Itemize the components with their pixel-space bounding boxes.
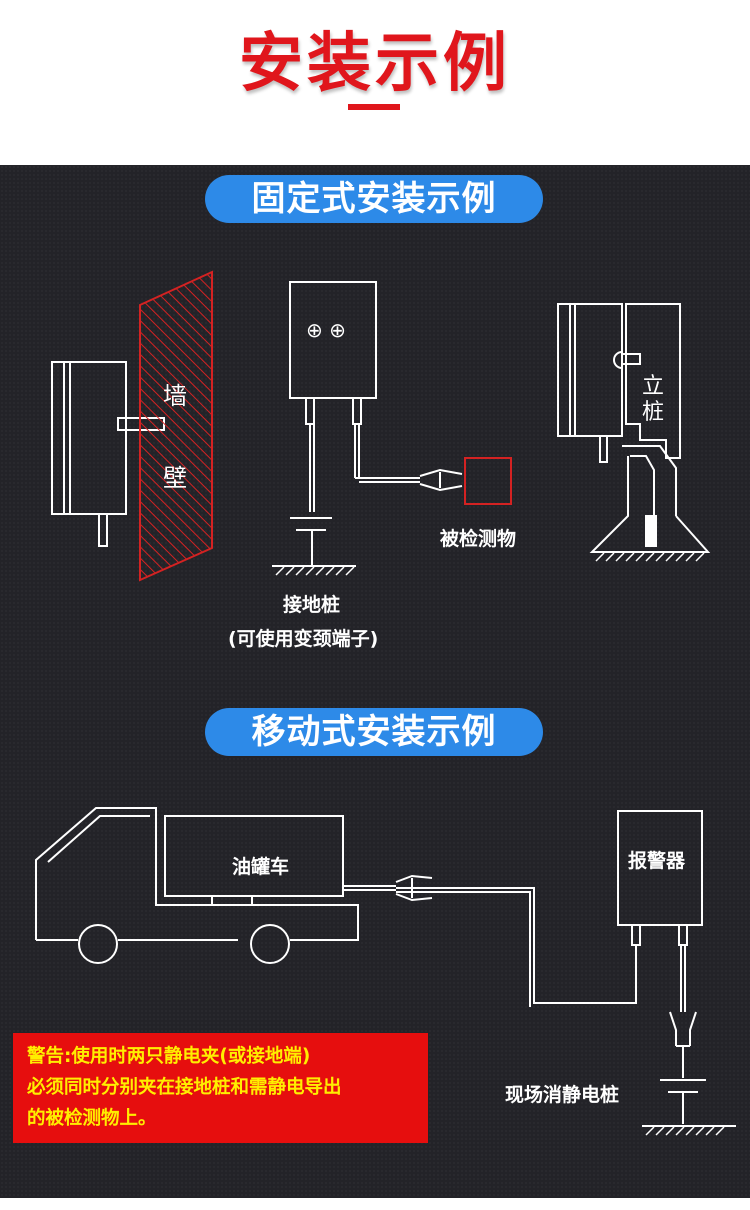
warning-line: 必须同时分别夹在接地桩和需静电导出: [27, 1077, 342, 1098]
mobile-alarm-box: [617, 810, 703, 926]
mobile-installation-heading: 移动式安装示例: [205, 708, 543, 756]
wall-label-bottom: 壁: [163, 464, 187, 492]
truck-cab-window: [47, 815, 150, 863]
warning-box: 警告:使用时两只静电夹(或接地端) 必须同时分别夹在接地桩和需静电导出 的被检测…: [13, 1033, 428, 1143]
object-clamp: [419, 468, 463, 492]
alarm-label: 报警器: [628, 850, 686, 872]
wall-alarm-box: [51, 361, 127, 515]
detected-object: [464, 457, 512, 505]
page-footer: [0, 1198, 750, 1210]
title-underline: [348, 104, 400, 110]
wall-label-top: 墙: [163, 382, 187, 410]
truck-rear-wheel: [250, 924, 290, 964]
pillar-post: [625, 303, 681, 459]
truck-front-wheel: [78, 924, 118, 964]
pillar-base: [589, 456, 711, 553]
pillar-label-bottom: 桩: [642, 400, 665, 425]
site-ground-clamp: [669, 1011, 697, 1047]
pillar-alarm-probe: [599, 435, 608, 463]
detected-object-label: 被检测物: [440, 528, 517, 550]
fixed-installation-heading: 固定式安装示例: [205, 175, 543, 223]
center-alarm-box: [289, 281, 377, 399]
pillar-label-top: 立: [642, 374, 665, 399]
site-ground-label: 现场消静电桩: [505, 1084, 620, 1106]
ground-pile-label: 接地桩: [283, 594, 341, 616]
wall-alarm-probe: [98, 513, 108, 547]
ground-pile-note: (可使用变颈端子): [228, 628, 379, 650]
truck-body: [35, 807, 359, 941]
pillar-alarm-box: [557, 303, 623, 437]
warning-line: 的被检测物上。: [27, 1108, 157, 1129]
terminal-symbols: ⊕ ⊕: [306, 318, 346, 342]
page-header: 安装示例: [0, 0, 750, 165]
truck-tank: [164, 815, 344, 897]
warning-line: 警告:使用时两只静电夹(或接地端): [27, 1046, 311, 1067]
tank-truck-label: 油罐车: [232, 856, 290, 878]
pillar-neck: [622, 445, 677, 516]
page-title: 安装示例: [239, 27, 511, 101]
wall-hatch: [139, 270, 213, 582]
